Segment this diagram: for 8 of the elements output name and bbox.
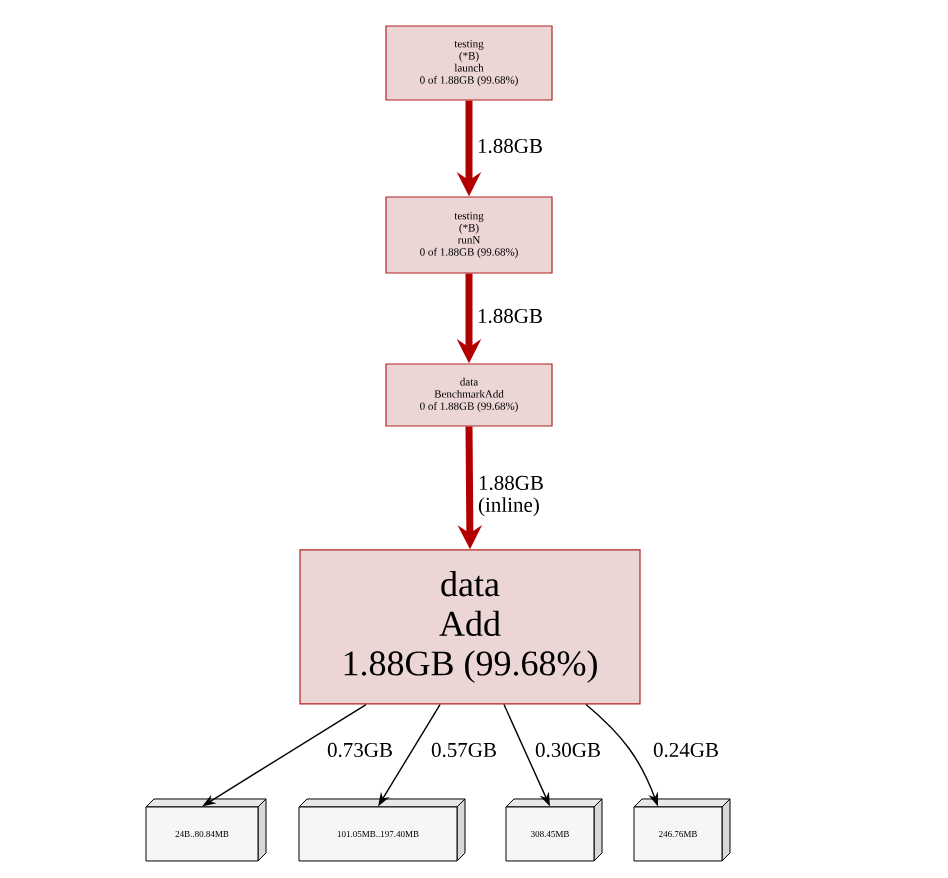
edge-label: 1.88GB: [478, 138, 542, 154]
edge-label: 0.30GB: [535, 742, 600, 758]
edge-label: 1.88GB (inline): [478, 475, 543, 517]
edge-label: 1.88GB: [478, 308, 542, 324]
edge-label: 0.57GB: [431, 742, 496, 758]
function-box: data Add 1.88GB (99.68%): [299, 549, 641, 705]
edge-label: 0.24GB: [653, 742, 718, 758]
edge-label: 0.73GB: [327, 742, 392, 758]
